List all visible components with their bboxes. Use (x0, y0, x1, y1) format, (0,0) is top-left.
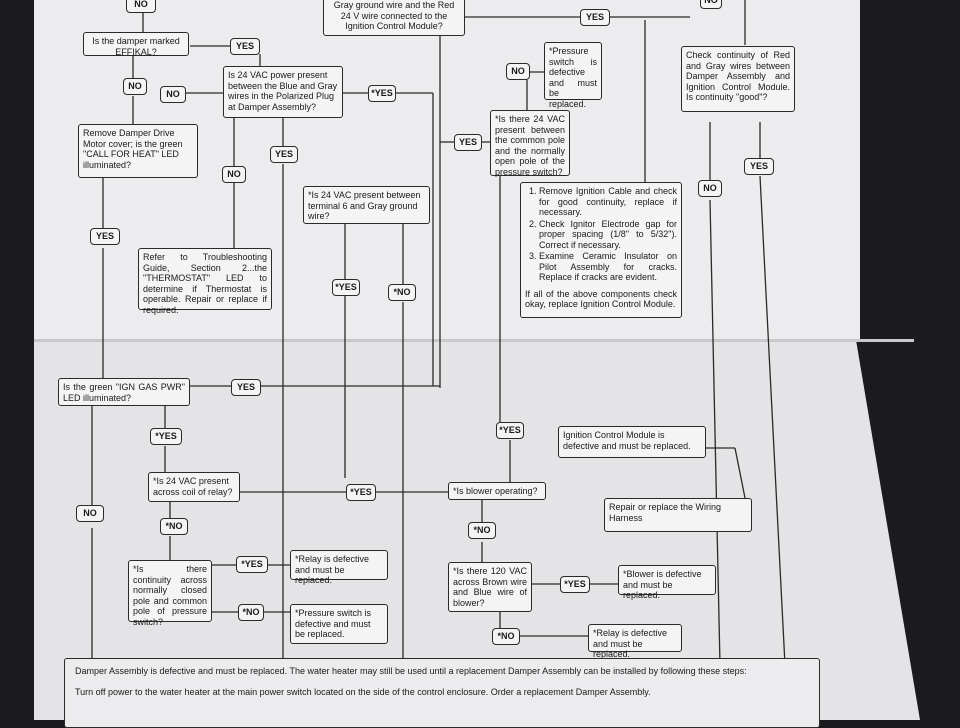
no-tag-pressure: NO (506, 63, 530, 80)
star-yes-tag-terminal: *YES (332, 279, 360, 296)
star-yes-tag-brown: *YES (560, 576, 590, 593)
ignition-step-2: Check Ignitor Electrode gap for proper s… (539, 219, 677, 251)
ignition-steps-box: Remove Ignition Cable and check for good… (520, 182, 682, 318)
page-fold (34, 339, 914, 342)
blower-operating-question-box: *Is blower operating? (448, 482, 546, 500)
yes-tag-cover: YES (90, 228, 120, 245)
repair-wiring-box: Repair or replace the Wiring Harness (604, 498, 752, 532)
yes-tag-power-down: YES (270, 146, 298, 163)
star-yes-tag-pole-down: *YES (496, 422, 524, 439)
star-no-tag-continuity: *NO (238, 604, 264, 621)
gray-red-wire-question-box: Gray ground wire and the Red 24 V wire c… (323, 0, 465, 36)
star-no-tag-blower: *NO (468, 522, 496, 539)
ignition-step-3: Examine Ceramic Insulator on Pilot Assem… (539, 251, 677, 283)
yes-tag-pole: YES (454, 134, 482, 151)
no-tag-power-down: NO (222, 166, 246, 183)
ignition-footer: If all of the above components check oka… (525, 288, 677, 310)
relay-defective-box-1: *Relay is defective and must be replaced… (290, 550, 388, 585)
star-no-tag-terminal: *NO (388, 284, 416, 301)
no-tag-damper: NO (123, 78, 147, 95)
star-no-tag-coil: *NO (160, 518, 188, 535)
instructions-line-2: Turn off power to the water heater at th… (75, 687, 651, 697)
power-present-question-box: Is 24 VAC power present between the Blue… (223, 66, 343, 118)
ign-gas-pwr-question-box: Is the green "IGN GAS PWR" LED illuminat… (58, 378, 190, 406)
yes-tag-damper: YES (230, 38, 260, 55)
continuity-nc-question-box: *Is there continuity across normally clo… (128, 560, 212, 627)
remove-cover-question-box: Remove Damper Drive Motor cover; is the … (78, 124, 198, 178)
star-yes-tag-continuity: *YES (236, 556, 268, 573)
damper-defective-instructions-box: Damper Assembly is defective and must be… (64, 658, 820, 728)
relay-defective-box-2: *Relay is defective and must be replaced… (588, 624, 682, 659)
damper-question-box: Is the damper marked EFFIKAL? (83, 32, 189, 57)
refer-troubleshooting-box: Refer to Troubleshooting Guide, Section … (138, 248, 272, 315)
blower-defective-box: *Blower is defective and must be replace… (618, 565, 716, 600)
yes-tag-top-right: YES (580, 9, 610, 26)
star-yes-tag-power: *YES (368, 85, 396, 102)
ignition-step-1: Remove Ignition Cable and check for good… (539, 186, 677, 218)
ignition-steps-list: Remove Ignition Cable and check for good… (525, 186, 677, 283)
terminal6-question-box: *Is 24 VAC present between terminal 6 an… (303, 186, 430, 224)
check-continuity-box: Check continuity of Red and Gray wires b… (681, 46, 795, 112)
brown-blue-120-question-box: *Is there 120 VAC across Brown wire and … (448, 562, 532, 612)
yes-tag-continuity: YES (744, 158, 774, 175)
pole-24vac-question-box: *Is there 24 VAC present between the com… (490, 110, 570, 177)
yes-tag-ign: YES (231, 379, 261, 396)
pressure-switch-defective-box: *Pressure switch is defective and must b… (544, 42, 602, 109)
instructions-line-1: Damper Assembly is defective and must be… (75, 666, 747, 676)
coil-relay-question-box: *Is 24 VAC present across coil of relay? (148, 472, 240, 502)
no-tag-top: NO (126, 0, 156, 13)
no-tag-top-right: NO (700, 0, 722, 9)
star-no-tag-brown: *NO (492, 628, 520, 645)
no-tag-into-power: NO (160, 86, 186, 103)
no-tag-continuity: NO (698, 180, 722, 197)
icm-defective-box: Ignition Control Module is defective and… (558, 426, 706, 458)
pressure-defective-box-2: *Pressure switch is defective and must b… (290, 604, 388, 644)
no-tag-ign: NO (76, 505, 104, 522)
star-yes-tag-coil: *YES (346, 484, 376, 501)
star-yes-tag-ign: *YES (150, 428, 182, 445)
